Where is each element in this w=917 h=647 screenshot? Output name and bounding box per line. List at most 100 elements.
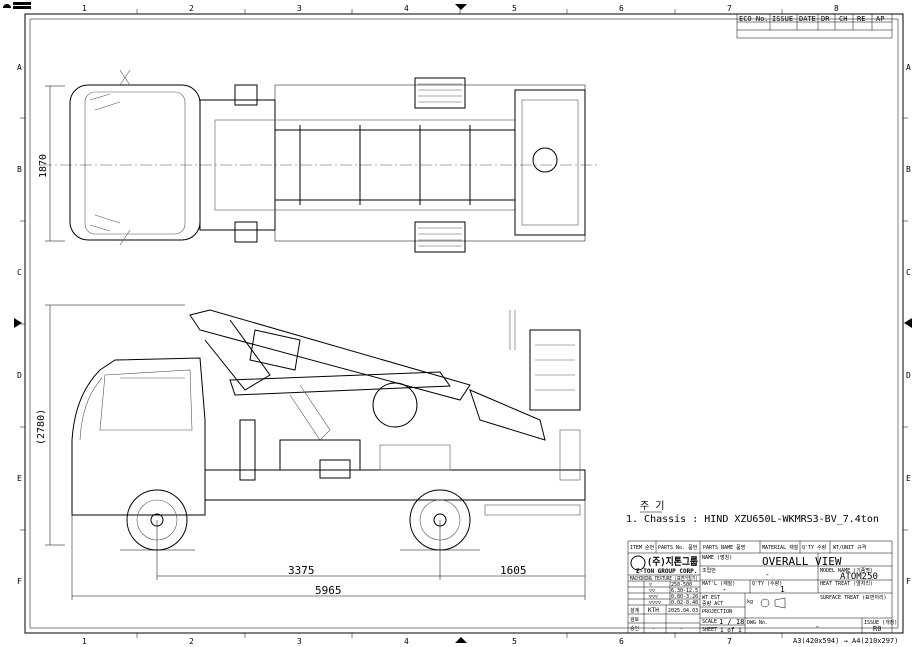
svg-text:ECO No.: ECO No. bbox=[739, 15, 769, 23]
svg-text:DATE: DATE bbox=[799, 15, 816, 23]
svg-text:D: D bbox=[906, 371, 911, 380]
svg-text:1870: 1870 bbox=[38, 154, 49, 178]
svg-text:4: 4 bbox=[404, 637, 409, 646]
svg-text:검토: 검토 bbox=[630, 616, 640, 623]
svg-text:중량 ACT: 중량 ACT bbox=[702, 600, 723, 607]
svg-text:-: - bbox=[815, 622, 820, 631]
svg-text:2: 2 bbox=[189, 4, 194, 13]
svg-text:-: - bbox=[765, 570, 770, 579]
svg-text:SHEET: SHEET bbox=[702, 627, 717, 633]
svg-text:▽: ▽ bbox=[649, 582, 652, 588]
svg-text:1: 1 bbox=[82, 637, 87, 646]
revision-block: ECO No. ISSUE DATE DR CH RE AP bbox=[736, 13, 893, 39]
svg-text:8: 8 bbox=[834, 4, 839, 13]
svg-text:OVERALL VIEW: OVERALL VIEW bbox=[762, 555, 842, 568]
svg-text:B: B bbox=[906, 165, 911, 174]
svg-text:C: C bbox=[17, 268, 22, 277]
svg-text:2025.04.03: 2025.04.03 bbox=[668, 608, 698, 614]
svg-text:5: 5 bbox=[512, 4, 517, 13]
svg-text:6: 6 bbox=[619, 637, 624, 646]
svg-text:NAME (명칭): NAME (명칭) bbox=[702, 554, 732, 561]
svg-text:1: 1 bbox=[780, 585, 785, 594]
svg-text:2: 2 bbox=[189, 637, 194, 646]
svg-text:-: - bbox=[680, 626, 683, 632]
inner-border bbox=[29, 18, 899, 629]
svg-text:설계: 설계 bbox=[630, 607, 640, 614]
svg-text:7: 7 bbox=[727, 637, 732, 646]
svg-text:KTH: KTH bbox=[648, 607, 659, 614]
svg-text:주 기: 주 기 bbox=[640, 500, 664, 512]
svg-text:5: 5 bbox=[512, 637, 517, 646]
svg-text:▽▽▽▽: ▽▽▽▽ bbox=[649, 600, 661, 606]
svg-text:E: E bbox=[17, 474, 22, 483]
svg-text:-: - bbox=[652, 626, 655, 632]
svg-text:ITEM 순번: ITEM 순번 bbox=[630, 544, 655, 551]
svg-text:250-500: 250-500 bbox=[671, 582, 692, 588]
svg-text:1 of 1: 1 of 1 bbox=[720, 627, 742, 634]
svg-text:AP: AP bbox=[876, 15, 884, 23]
svg-text:F: F bbox=[17, 577, 22, 586]
title-block: ITEM 순번 PARTS No. 품번 PARTS NAME 품명 MATER… bbox=[627, 540, 897, 634]
svg-text:ISSUE: ISSUE bbox=[772, 15, 793, 23]
svg-text:ISSUE (개정): ISSUE (개정) bbox=[864, 619, 897, 626]
dimension-width: 1870 bbox=[38, 85, 65, 242]
svg-text:Q'TY 수량: Q'TY 수량 bbox=[802, 544, 827, 551]
svg-text:PROJECTION: PROJECTION bbox=[702, 609, 732, 615]
svg-text:0.02-0.40: 0.02-0.40 bbox=[671, 600, 698, 606]
truck-top-view bbox=[40, 69, 600, 253]
svg-text:5965: 5965 bbox=[315, 584, 342, 597]
projection-symbol-icon bbox=[760, 597, 786, 609]
svg-text:3: 3 bbox=[297, 637, 302, 646]
svg-text:R0: R0 bbox=[873, 625, 881, 633]
svg-text:1 / 18: 1 / 18 bbox=[719, 618, 744, 626]
svg-text:승인: 승인 bbox=[630, 625, 640, 632]
grid-row-labels: A B C D E F A B C D E F bbox=[17, 63, 911, 586]
svg-text:-: - bbox=[722, 585, 727, 594]
svg-text:1605: 1605 bbox=[500, 564, 527, 577]
truck-side-view bbox=[71, 309, 586, 551]
svg-text:1: 1 bbox=[82, 4, 87, 13]
svg-text:6: 6 bbox=[619, 4, 624, 13]
svg-text:B: B bbox=[17, 165, 22, 174]
svg-text:(2780): (2780) bbox=[36, 409, 47, 445]
svg-text:A: A bbox=[906, 63, 911, 72]
svg-text:MATERIAL 재질: MATERIAL 재질 bbox=[762, 544, 799, 551]
drawing-notes: 주 기 1. Chassis : HIND XZU650L-WKMRS3-BV_… bbox=[626, 500, 879, 525]
paper-size-note: A3(420x594) → A4(210x297) bbox=[793, 637, 898, 645]
svg-text:HEAT TREAT (열처리): HEAT TREAT (열처리) bbox=[820, 580, 873, 587]
svg-text:MODEL NAME (기종명): MODEL NAME (기종명) bbox=[820, 567, 873, 574]
svg-text:D: D bbox=[17, 371, 22, 380]
svg-text:E: E bbox=[906, 474, 911, 483]
svg-text:ATOM250: ATOM250 bbox=[840, 572, 878, 582]
svg-text:Z-TON GROUP CORP.: Z-TON GROUP CORP. bbox=[636, 568, 697, 575]
svg-text:4: 4 bbox=[404, 4, 409, 13]
grid-column-labels: 1 2 3 4 5 6 7 8 1 2 3 4 5 6 7 bbox=[82, 4, 839, 646]
svg-text:▽▽▽: ▽▽▽ bbox=[649, 594, 658, 600]
svg-text:CH: CH bbox=[839, 15, 847, 23]
svg-text:RE: RE bbox=[857, 15, 865, 23]
svg-text:A: A bbox=[17, 63, 22, 72]
svg-text:WT EST: WT EST bbox=[702, 595, 720, 601]
svg-text:조립번: 조립번 bbox=[702, 567, 716, 574]
drawing-border bbox=[24, 13, 904, 634]
svg-text:Q'TY (수량): Q'TY (수량) bbox=[752, 580, 782, 587]
svg-text:(주)지톤그룹: (주)지톤그룹 bbox=[647, 555, 698, 568]
svg-text:SURFACE TREAT (표면처리): SURFACE TREAT (표면처리) bbox=[820, 594, 887, 601]
svg-text:DWG No.: DWG No. bbox=[747, 620, 768, 626]
company-logo-block: (주)지톤그룹 Z-TON GROUP CORP. bbox=[630, 555, 698, 575]
svg-text:6.30-12.5: 6.30-12.5 bbox=[671, 588, 698, 594]
svg-text:PARTS No. 품번: PARTS No. 품번 bbox=[658, 544, 698, 551]
svg-text:WT/UNIT 규격: WT/UNIT 규격 bbox=[833, 544, 866, 551]
svg-text:0.80-3.20: 0.80-3.20 bbox=[671, 594, 698, 600]
svg-text:kg: kg bbox=[747, 599, 753, 605]
svg-text:7: 7 bbox=[727, 4, 732, 13]
svg-text:C: C bbox=[906, 268, 911, 277]
svg-text:3: 3 bbox=[297, 4, 302, 13]
svg-text:PARTS NAME 품명: PARTS NAME 품명 bbox=[703, 544, 745, 551]
svg-text:DR: DR bbox=[821, 15, 830, 23]
svg-text:F: F bbox=[906, 577, 911, 586]
svg-text:MACHINING TEXTURE (표면거칠기): MACHINING TEXTURE (표면거칠기) bbox=[630, 575, 698, 582]
svg-text:3375: 3375 bbox=[288, 564, 315, 577]
svg-text:▽▽: ▽▽ bbox=[649, 588, 655, 594]
